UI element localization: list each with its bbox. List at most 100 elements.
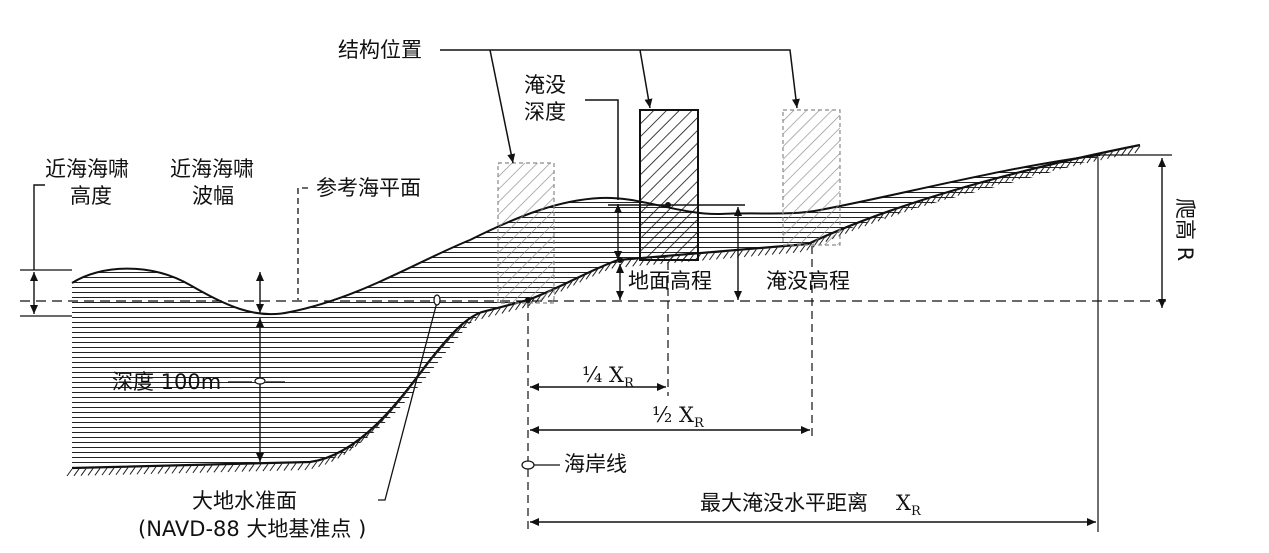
water-point	[665, 202, 671, 208]
ground-hatch-tick	[702, 253, 708, 261]
offshore-amplitude-label-2: 波幅	[192, 184, 234, 208]
structure-leader	[440, 49, 800, 109]
ground-hatch-tick	[199, 465, 206, 473]
ground-hatch-tick	[1011, 173, 1018, 182]
ground-hatch-tick	[468, 316, 475, 325]
ground-hatch-tick	[884, 211, 891, 220]
ground-hatch-tick	[917, 200, 924, 209]
ground-hatch-tick	[950, 190, 957, 198]
ground-hatch-tick	[143, 466, 150, 475]
ground-hatch-tick	[360, 434, 366, 443]
ground-hatch-tick	[1045, 165, 1052, 173]
shoreline-marker	[521, 460, 535, 470]
ground-hatch-tick	[1038, 166, 1045, 175]
ground-hatch-tick	[297, 462, 304, 471]
ground-hatch-tick	[799, 244, 806, 253]
ground-hatch-tick	[451, 329, 458, 338]
depth-marker	[254, 377, 266, 385]
max-inundation-symbol: XR	[896, 491, 922, 519]
ground-hatch-tick	[206, 465, 213, 473]
ground-hatch-tick	[290, 463, 297, 471]
ground-hatch-tick	[857, 221, 864, 229]
ground-hatch-tick	[234, 464, 241, 473]
ground-hatch-tick	[910, 202, 917, 211]
ground-hatch-tick	[1031, 168, 1038, 177]
ground-hatch-tick	[598, 266, 605, 274]
ground-hatch-tick	[877, 214, 884, 222]
ground-hatch-tick	[241, 464, 248, 472]
inundation-depth-label-2: 深度	[524, 100, 566, 124]
ground-hatch-tick	[185, 465, 192, 474]
ground-hatch-tick	[554, 287, 560, 295]
ground-hatch-tick	[122, 467, 129, 475]
inundation-depth-leader	[585, 99, 619, 200]
ground-hatch-tick	[625, 259, 632, 268]
ground-hatch-tick	[750, 249, 757, 257]
ground-hatch-tick	[337, 451, 344, 459]
structure-leader-center	[639, 49, 653, 109]
ground-hatch-tick	[560, 284, 567, 292]
ground-hatch-tick	[1086, 155, 1093, 164]
ground-hatch-tick	[115, 467, 122, 476]
offshore-height-label-1: 近海海啸	[45, 157, 129, 181]
ground-hatch-tick	[80, 468, 87, 476]
ground-hatch-tick	[1079, 157, 1086, 165]
ground-hatch-tick	[318, 459, 324, 468]
max-inundation-label: 最大淹没水平距离	[700, 491, 868, 515]
ground-hatch-tick	[269, 463, 276, 472]
ground-hatch-tick	[1052, 163, 1059, 172]
ground-hatch-tick	[1113, 149, 1120, 158]
ground-hatch-tick	[349, 443, 355, 452]
ground-hatch-tick	[283, 463, 290, 471]
water-body	[72, 155, 1100, 468]
ground-hatch-tick	[481, 311, 488, 320]
ground-hatch-tick	[604, 263, 611, 272]
ground-hatch-tick	[743, 249, 750, 258]
ground-hatch-tick	[456, 324, 463, 333]
reference-sea-level-label: 参考海平面	[316, 176, 421, 200]
ground-hatch-tick	[1018, 171, 1025, 180]
ground-hatch-tick	[389, 405, 396, 413]
ground-hatch-tick	[446, 334, 453, 343]
geodetic-datum-leader	[378, 301, 438, 501]
ground-hatch-tick	[592, 269, 598, 277]
ground-hatch-tick	[757, 248, 764, 257]
ground-hatch-tick	[729, 250, 736, 259]
ground-hatch-tick	[474, 313, 481, 322]
reference-sea-level-leader	[297, 187, 308, 300]
ground-hatch-tick	[1025, 170, 1031, 178]
inundation-elevation-label: 淹没高程	[766, 269, 850, 293]
ground-hatch-tick	[957, 188, 964, 196]
ground-elevation-label: 地面高程	[628, 269, 712, 293]
ground-hatch-tick	[380, 415, 387, 424]
ground-hatch-tick	[331, 454, 337, 462]
ground-hatch-tick	[998, 177, 1004, 185]
ground-hatch-tick	[1059, 161, 1066, 170]
ground-hatch-tick	[311, 461, 318, 470]
ground-hatch-tick	[437, 344, 444, 353]
structure-light-right	[782, 109, 841, 246]
ground-hatch-tick	[370, 425, 377, 434]
ground-hatch-tick	[573, 278, 579, 286]
ground-hatch-tick	[442, 339, 448, 348]
ground-hatch-tick	[108, 467, 115, 476]
datum-marker	[433, 294, 441, 306]
ground-hatch-tick	[462, 320, 469, 328]
offshore-amplitude-label-1: 近海海啸	[170, 157, 254, 181]
ground-hatch-tick	[930, 196, 937, 204]
ground-hatch-tick	[304, 462, 311, 471]
ground-hatch-tick	[150, 466, 157, 475]
ground-hatch-tick	[778, 246, 785, 255]
ground-hatch-tick	[771, 247, 778, 255]
offshore-height-leader	[33, 184, 45, 270]
ground-hatch-tick	[566, 281, 573, 289]
ground-hatch-tick	[66, 468, 73, 477]
quarter-xr-label: ¼ XR	[582, 363, 635, 391]
ground-hatch-tick	[611, 261, 618, 269]
half-xr-label: ½ XR	[652, 403, 705, 431]
ground-hatch-tick	[1066, 160, 1072, 168]
ground-hatch-tick	[851, 223, 858, 232]
ground-hatch-tick	[792, 245, 799, 254]
ground-hatch-tick	[937, 194, 944, 202]
